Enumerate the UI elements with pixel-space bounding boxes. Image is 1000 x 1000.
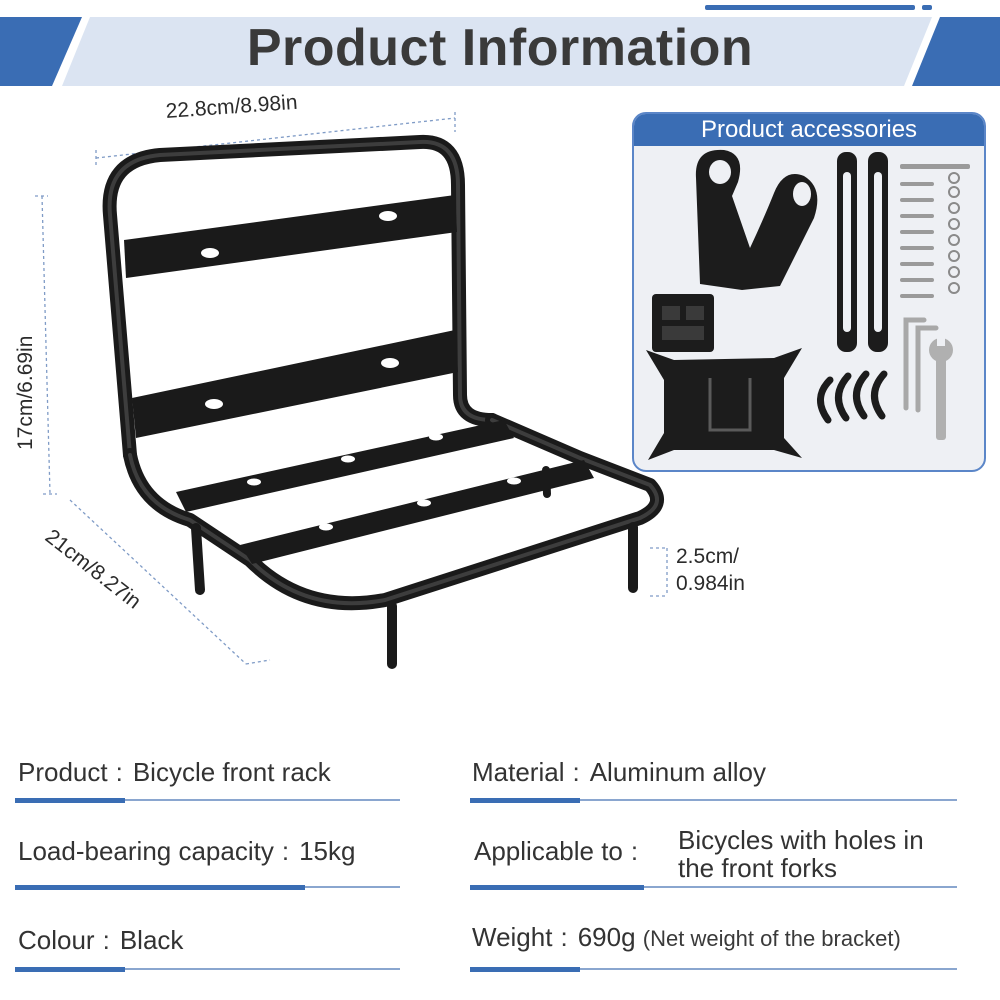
spec-product-label: Product [18,757,108,787]
rubber-pad-icon [817,370,888,424]
mounting-plate-detail [708,378,752,432]
rack-frame [102,134,664,669]
spec-colour-sep: : [102,925,110,955]
accessories-panel: Product accessories [632,112,986,472]
spec-divider-accent [15,967,125,972]
accessories-title: Product accessories [634,114,984,146]
wrench-icon [929,336,953,440]
spec-material-value: Aluminum alloy [589,757,767,787]
spec-weight: Weight:690g (Net weight of the bracket) [472,922,901,953]
spec-weight-value: 690g [577,922,636,952]
dimension-height: 17cm/6.69in [14,335,37,450]
banner-shape [0,17,1000,86]
spec-colour-label: Colour [18,925,95,955]
page-title: Product Information [246,19,754,77]
accessories-illustration [646,149,970,460]
spec-applicable-value-line1: Bicycles with holes in [678,825,924,855]
spec-material-label: Material [472,757,565,787]
spec-weight-label: Weight [472,922,553,952]
spec-material: Material: Aluminum alloy [472,757,766,788]
spec-divider [470,968,957,970]
spec-weight-note: (Net weight of the bracket) [642,926,901,951]
dimension-leg-line2: 0.984in [676,572,745,595]
spec-load-sep: : [281,836,290,866]
hex-key-icon [903,317,939,413]
spec-applicable-sep: : [630,836,639,866]
spec-divider-accent [15,798,125,803]
mounting-plate-icon [646,348,802,460]
clamp-mount-icon [652,149,818,352]
clamp-base-detail [662,306,704,340]
screw-icon [900,164,970,298]
strap-icon [837,152,888,352]
spec-load-label: Load-bearing capacity [18,836,274,866]
spec-divider-accent [470,967,580,972]
rack-holes [201,211,521,531]
spec-colour-value: Black [119,925,184,955]
spec-divider-accent [15,885,305,890]
spec-divider [15,968,400,970]
spec-applicable-value-line2: the front forks [678,853,837,883]
header-accent-bar [705,5,915,10]
spec-weight-sep: : [560,922,568,952]
spec-applicable-label: Applicable to [474,836,623,866]
rack-slats [124,195,594,564]
spec-divider [470,799,957,801]
spec-load-value: 15kg [299,836,356,866]
spec-divider-accent [470,798,580,803]
spec-colour: Colour: Black [18,925,183,956]
spec-product: Product: Bicycle front rack [18,757,331,788]
dimension-leg: 2.5cm/ 0.984in [676,543,745,597]
nut-icon [948,172,960,294]
spec-product-value: Bicycle front rack [132,757,331,787]
header-accent-dot [922,5,932,10]
spec-applicable-value: Bicycles with holes in the front forks [678,826,924,882]
rack-illustration [35,112,668,669]
dimension-leg-line1: 2.5cm/ [676,545,740,568]
spec-load: Load-bearing capacity:15kg [18,836,355,867]
spec-divider-accent [470,885,644,890]
spec-applicable: Applicable to: [474,836,648,867]
spec-material-sep: : [572,757,580,787]
spec-product-sep: : [115,757,123,787]
spec-divider [15,799,400,801]
header-banner: Product Information [0,0,1000,90]
spec-divider [470,886,957,888]
